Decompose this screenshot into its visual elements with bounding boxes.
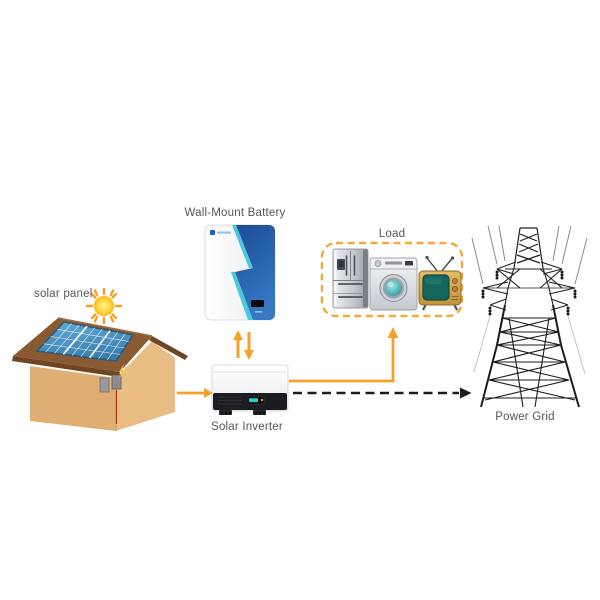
electric-meter-boxes: [99, 364, 126, 424]
house-with-solar-panels-icon: [12, 317, 188, 431]
sun-icon: [85, 287, 123, 325]
arrow-inverter-to-grid: [293, 387, 472, 399]
transmission-tower-icon: [471, 225, 588, 408]
refrigerator-icon: [332, 248, 369, 309]
arrow-inverter-battery-bidirectional: [233, 330, 254, 360]
solar-panel-label: solar panel: [34, 288, 93, 300]
tv-icon: [418, 255, 462, 311]
load-group: [320, 241, 464, 318]
lightning-bolt-icon: [118, 364, 126, 379]
load-dashed-boundary: [320, 241, 464, 318]
battery-brand-logo: [210, 230, 215, 235]
solar-inverter-label: Solar Inverter: [211, 421, 283, 433]
solar-panel-array: [35, 321, 135, 362]
arrow-inverter-to-load: [289, 327, 399, 383]
wall-mount-battery-icon: [204, 224, 276, 321]
washing-machine-icon: [369, 257, 418, 311]
wall-mount-battery-label: Wall-Mount Battery: [184, 207, 286, 219]
solar-inverter-icon: [211, 364, 289, 415]
load-label: Load: [378, 228, 406, 240]
arrow-house-to-inverter: [177, 388, 213, 398]
insulator-strings: [481, 270, 577, 316]
inverter-connectors: [219, 410, 266, 415]
battery-display: [251, 300, 264, 307]
power-grid-label: Power Grid: [495, 411, 555, 423]
